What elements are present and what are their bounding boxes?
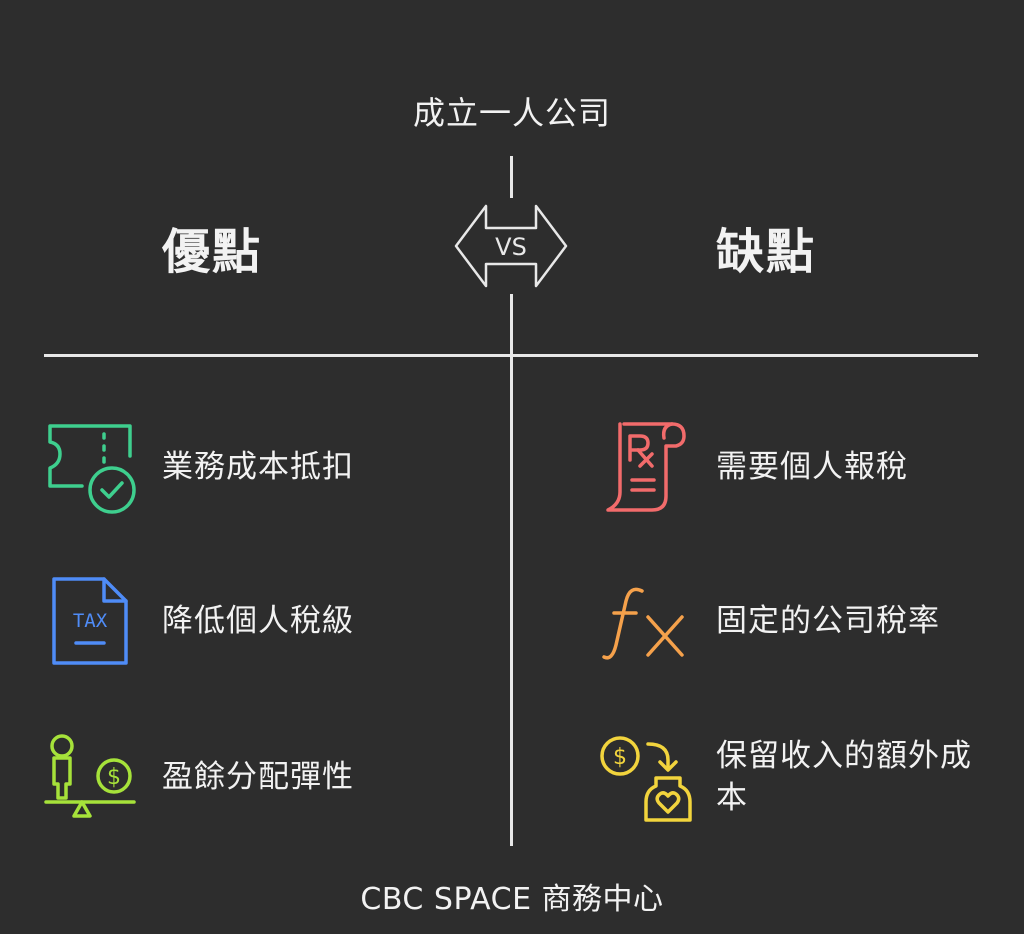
vs-badge: VS <box>452 198 570 294</box>
svg-text:$: $ <box>107 765 121 790</box>
svg-text:$: $ <box>613 745 627 770</box>
footer-brand: CBC SPACE 商務中心 <box>360 882 664 917</box>
vertical-divider <box>510 156 513 846</box>
prescription-scroll-icon <box>602 420 688 514</box>
cons-item-2: 固定的公司稅率 <box>716 603 940 639</box>
pros-item-1: 業務成本抵扣 <box>162 449 354 485</box>
cons-item-3: 保留收入的額外成本 <box>716 738 972 816</box>
svg-text:TAX: TAX <box>73 610 108 632</box>
ticket-check-icon <box>42 420 138 516</box>
horizontal-divider <box>44 354 978 357</box>
pros-heading: 優點 <box>162 224 263 280</box>
money-to-jar-icon: $ <box>598 732 694 826</box>
pros-item-2: 降低個人稅級 <box>162 603 354 639</box>
function-fx-icon <box>600 583 690 663</box>
diagram-title: 成立一人公司 <box>412 94 611 132</box>
cons-heading: 缺點 <box>716 224 817 280</box>
person-balance-money-icon: $ <box>42 732 138 824</box>
cons-item-1: 需要個人報稅 <box>716 449 908 485</box>
tax-document-icon: TAX <box>50 575 130 667</box>
pros-item-3: 盈餘分配彈性 <box>162 759 354 795</box>
vs-label: VS <box>495 233 527 261</box>
double-arrow-icon: VS <box>454 204 568 288</box>
